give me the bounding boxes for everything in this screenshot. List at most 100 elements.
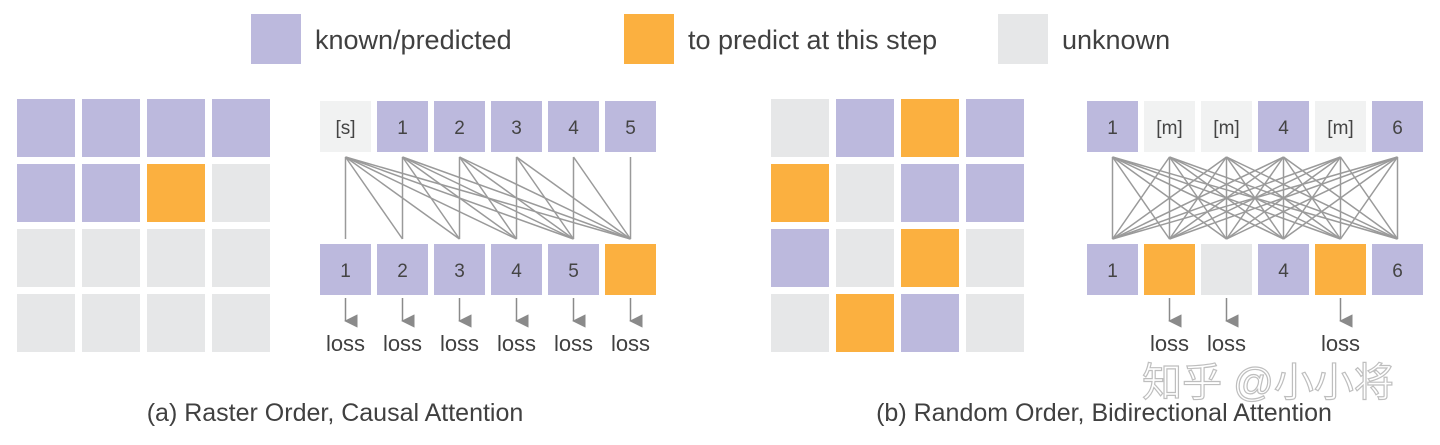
loss-label: loss (1321, 331, 1360, 356)
grid-cell-predict (771, 164, 829, 222)
grid-cell-known (966, 164, 1024, 222)
grid-cell-unknown (836, 229, 894, 287)
input-token (1258, 101, 1309, 152)
grid-cell-known (17, 99, 75, 157)
grid-cell-unknown (82, 229, 140, 287)
input-token-label: 6 (1392, 118, 1403, 139)
legend-swatch-predict (624, 14, 674, 64)
output-token-label: 4 (511, 261, 522, 282)
input-token (548, 101, 599, 152)
output-token (1258, 244, 1309, 295)
grid-cell-unknown (771, 99, 829, 157)
legend-label-unknown: unknown (1062, 25, 1170, 55)
grid-cell-predict (901, 229, 959, 287)
watermark: 知乎 @小小将 (1142, 361, 1394, 405)
legend-swatch-known (251, 14, 301, 64)
grid-cell-known (82, 164, 140, 222)
grid-cell-known (771, 229, 829, 287)
loss-label: loss (1207, 331, 1246, 356)
output-token (434, 244, 485, 295)
legend: known/predicted to predict at this step un… (251, 14, 1170, 64)
attention-line (1111, 156, 1171, 240)
loss-label: loss (326, 331, 365, 356)
output-token (1144, 244, 1195, 295)
grid-cell-known (901, 164, 959, 222)
attention-line (515, 156, 575, 240)
attention-line (1169, 156, 1398, 240)
input-token (377, 101, 428, 152)
input-token (320, 101, 371, 152)
input-token (434, 101, 485, 152)
input-token-label: 4 (1278, 118, 1289, 139)
loss-label: loss (383, 331, 422, 356)
attention-line (1112, 156, 1284, 240)
loss-label: loss (611, 331, 650, 356)
attention-line (458, 156, 518, 240)
input-token-label: [m] (1156, 118, 1182, 139)
grid-cell-unknown (82, 294, 140, 352)
grid-cell-predict (147, 164, 205, 222)
grid-cell-unknown (17, 229, 75, 287)
attention-line (1339, 156, 1399, 240)
input-token (491, 101, 542, 152)
output-token (548, 244, 599, 295)
attention-lines (344, 156, 632, 240)
grid-cell-known (17, 164, 75, 222)
attention-line (1226, 156, 1398, 240)
attention-line (572, 156, 632, 240)
input-token (1315, 101, 1366, 152)
grid-cell-unknown (836, 164, 894, 222)
input-token-label: [s] (335, 118, 355, 139)
attention-lines (1111, 156, 1399, 240)
input-token-label: 2 (454, 118, 465, 139)
output-token (1087, 244, 1138, 295)
grid-cell-unknown (966, 229, 1024, 287)
caption-b: (b) Random Order, Bidirectional Attentio… (876, 399, 1332, 427)
legend-label-predict: to predict at this step (688, 25, 937, 55)
output-token (1201, 244, 1252, 295)
output-token-label: 2 (397, 261, 408, 282)
output-token-label: 5 (568, 261, 579, 282)
output-token (491, 244, 542, 295)
output-token (1372, 244, 1423, 295)
input-token (1087, 101, 1138, 152)
attention-line (1112, 156, 1341, 240)
output-token-label: 1 (340, 261, 351, 282)
loss-label: loss (497, 331, 536, 356)
grid-cell-known (82, 99, 140, 157)
grid-cell-unknown (147, 229, 205, 287)
grid-cell-known (212, 99, 270, 157)
input-token (1201, 101, 1252, 152)
grid-cell-predict (901, 99, 959, 157)
attention-line (1283, 156, 1398, 240)
input-token-label: 3 (511, 118, 522, 139)
attention-line (344, 156, 404, 240)
grid-cell-known (836, 99, 894, 157)
grid-cell-unknown (966, 294, 1024, 352)
attention-line (401, 156, 461, 240)
input-token-label: [m] (1327, 118, 1353, 139)
caption-a: (a) Raster Order, Causal Attention (147, 399, 524, 427)
input-token-label: 1 (1107, 118, 1118, 139)
grid-cell-unknown (17, 294, 75, 352)
grid-cell-known (147, 99, 205, 157)
grid-cell-unknown (212, 294, 270, 352)
output-token (320, 244, 371, 295)
attention-line (1112, 156, 1227, 240)
input-token (1372, 101, 1423, 152)
grid-cell-known (966, 99, 1024, 157)
output-token-label: 3 (454, 261, 465, 282)
output-token (377, 244, 428, 295)
input-token-label: 5 (625, 118, 636, 139)
output-token (605, 244, 656, 295)
input-token-label: [m] (1213, 118, 1239, 139)
loss-label: loss (440, 331, 479, 356)
grid-cell-known (901, 294, 959, 352)
output-token-label: 1 (1107, 261, 1118, 282)
input-token (605, 101, 656, 152)
legend-label-known: known/predicted (315, 25, 512, 55)
grid-cell-unknown (212, 164, 270, 222)
grid-cell-unknown (147, 294, 205, 352)
